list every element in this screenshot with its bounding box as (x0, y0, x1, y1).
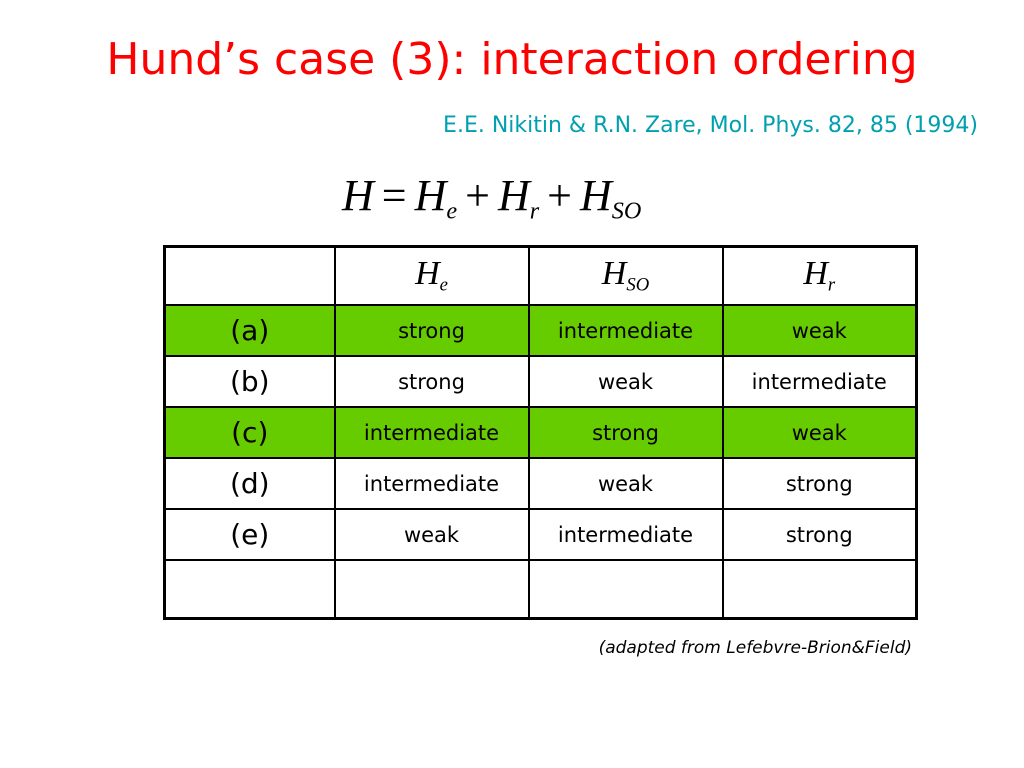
empty-cell (721, 559, 918, 620)
table-cell: intermediate (721, 355, 918, 408)
row-label: (b) (163, 355, 336, 408)
eq-lhs: H (342, 171, 374, 220)
table-row: (a) strong intermediate weak (163, 304, 918, 357)
table-cell: strong (721, 508, 918, 561)
table-row: (e) weak intermediate strong (163, 508, 918, 561)
table-header-row: He HSO Hr (163, 245, 918, 306)
slide-title: Hund’s case (3): interaction ordering (106, 34, 918, 85)
table-cell: weak (527, 355, 724, 408)
eq-equals: = (381, 171, 407, 220)
table-cell: intermediate (333, 457, 530, 510)
table-cell: intermediate (527, 304, 724, 357)
empty-cell (163, 559, 336, 620)
row-label: (e) (163, 508, 336, 561)
eq-term-r: Hr (497, 171, 540, 225)
row-label: (a) (163, 304, 336, 357)
table-cell: weak (721, 406, 918, 459)
eq-plus: + (547, 171, 572, 220)
table-cell: weak (333, 508, 530, 561)
table-row: (c) intermediate strong weak (163, 406, 918, 459)
row-label: (c) (163, 406, 336, 459)
eq-term-so: HSO (580, 171, 642, 225)
table-row: (b) strong weak intermediate (163, 355, 918, 408)
table-empty-row (163, 559, 918, 620)
hamiltonian-equation: H=He+Hr+HSO (342, 163, 742, 229)
table-cell: strong (333, 304, 530, 357)
interaction-ordering-table: He HSO Hr (a) strong intermediate weak (… (163, 245, 918, 620)
table-cell: weak (527, 457, 724, 510)
header-he: He (333, 245, 530, 306)
citation: E.E. Nikitin & R.N. Zare, Mol. Phys. 82,… (443, 113, 978, 138)
header-empty-cell (163, 245, 336, 306)
empty-cell (333, 559, 530, 620)
table-cell: weak (721, 304, 918, 357)
table-row: (d) intermediate weak strong (163, 457, 918, 510)
eq-term-e: He (414, 171, 458, 225)
table-cell: intermediate (333, 406, 530, 459)
header-hr: Hr (721, 245, 918, 306)
header-hso: HSO (527, 245, 724, 306)
table-cell: strong (333, 355, 530, 408)
eq-plus: + (465, 171, 490, 220)
empty-cell (527, 559, 724, 620)
table-cell: strong (527, 406, 724, 459)
table-cell: strong (721, 457, 918, 510)
table-cell: intermediate (527, 508, 724, 561)
source-credit: (adapted from Lefebvre-Brion&Field) (598, 638, 912, 658)
row-label: (d) (163, 457, 336, 510)
